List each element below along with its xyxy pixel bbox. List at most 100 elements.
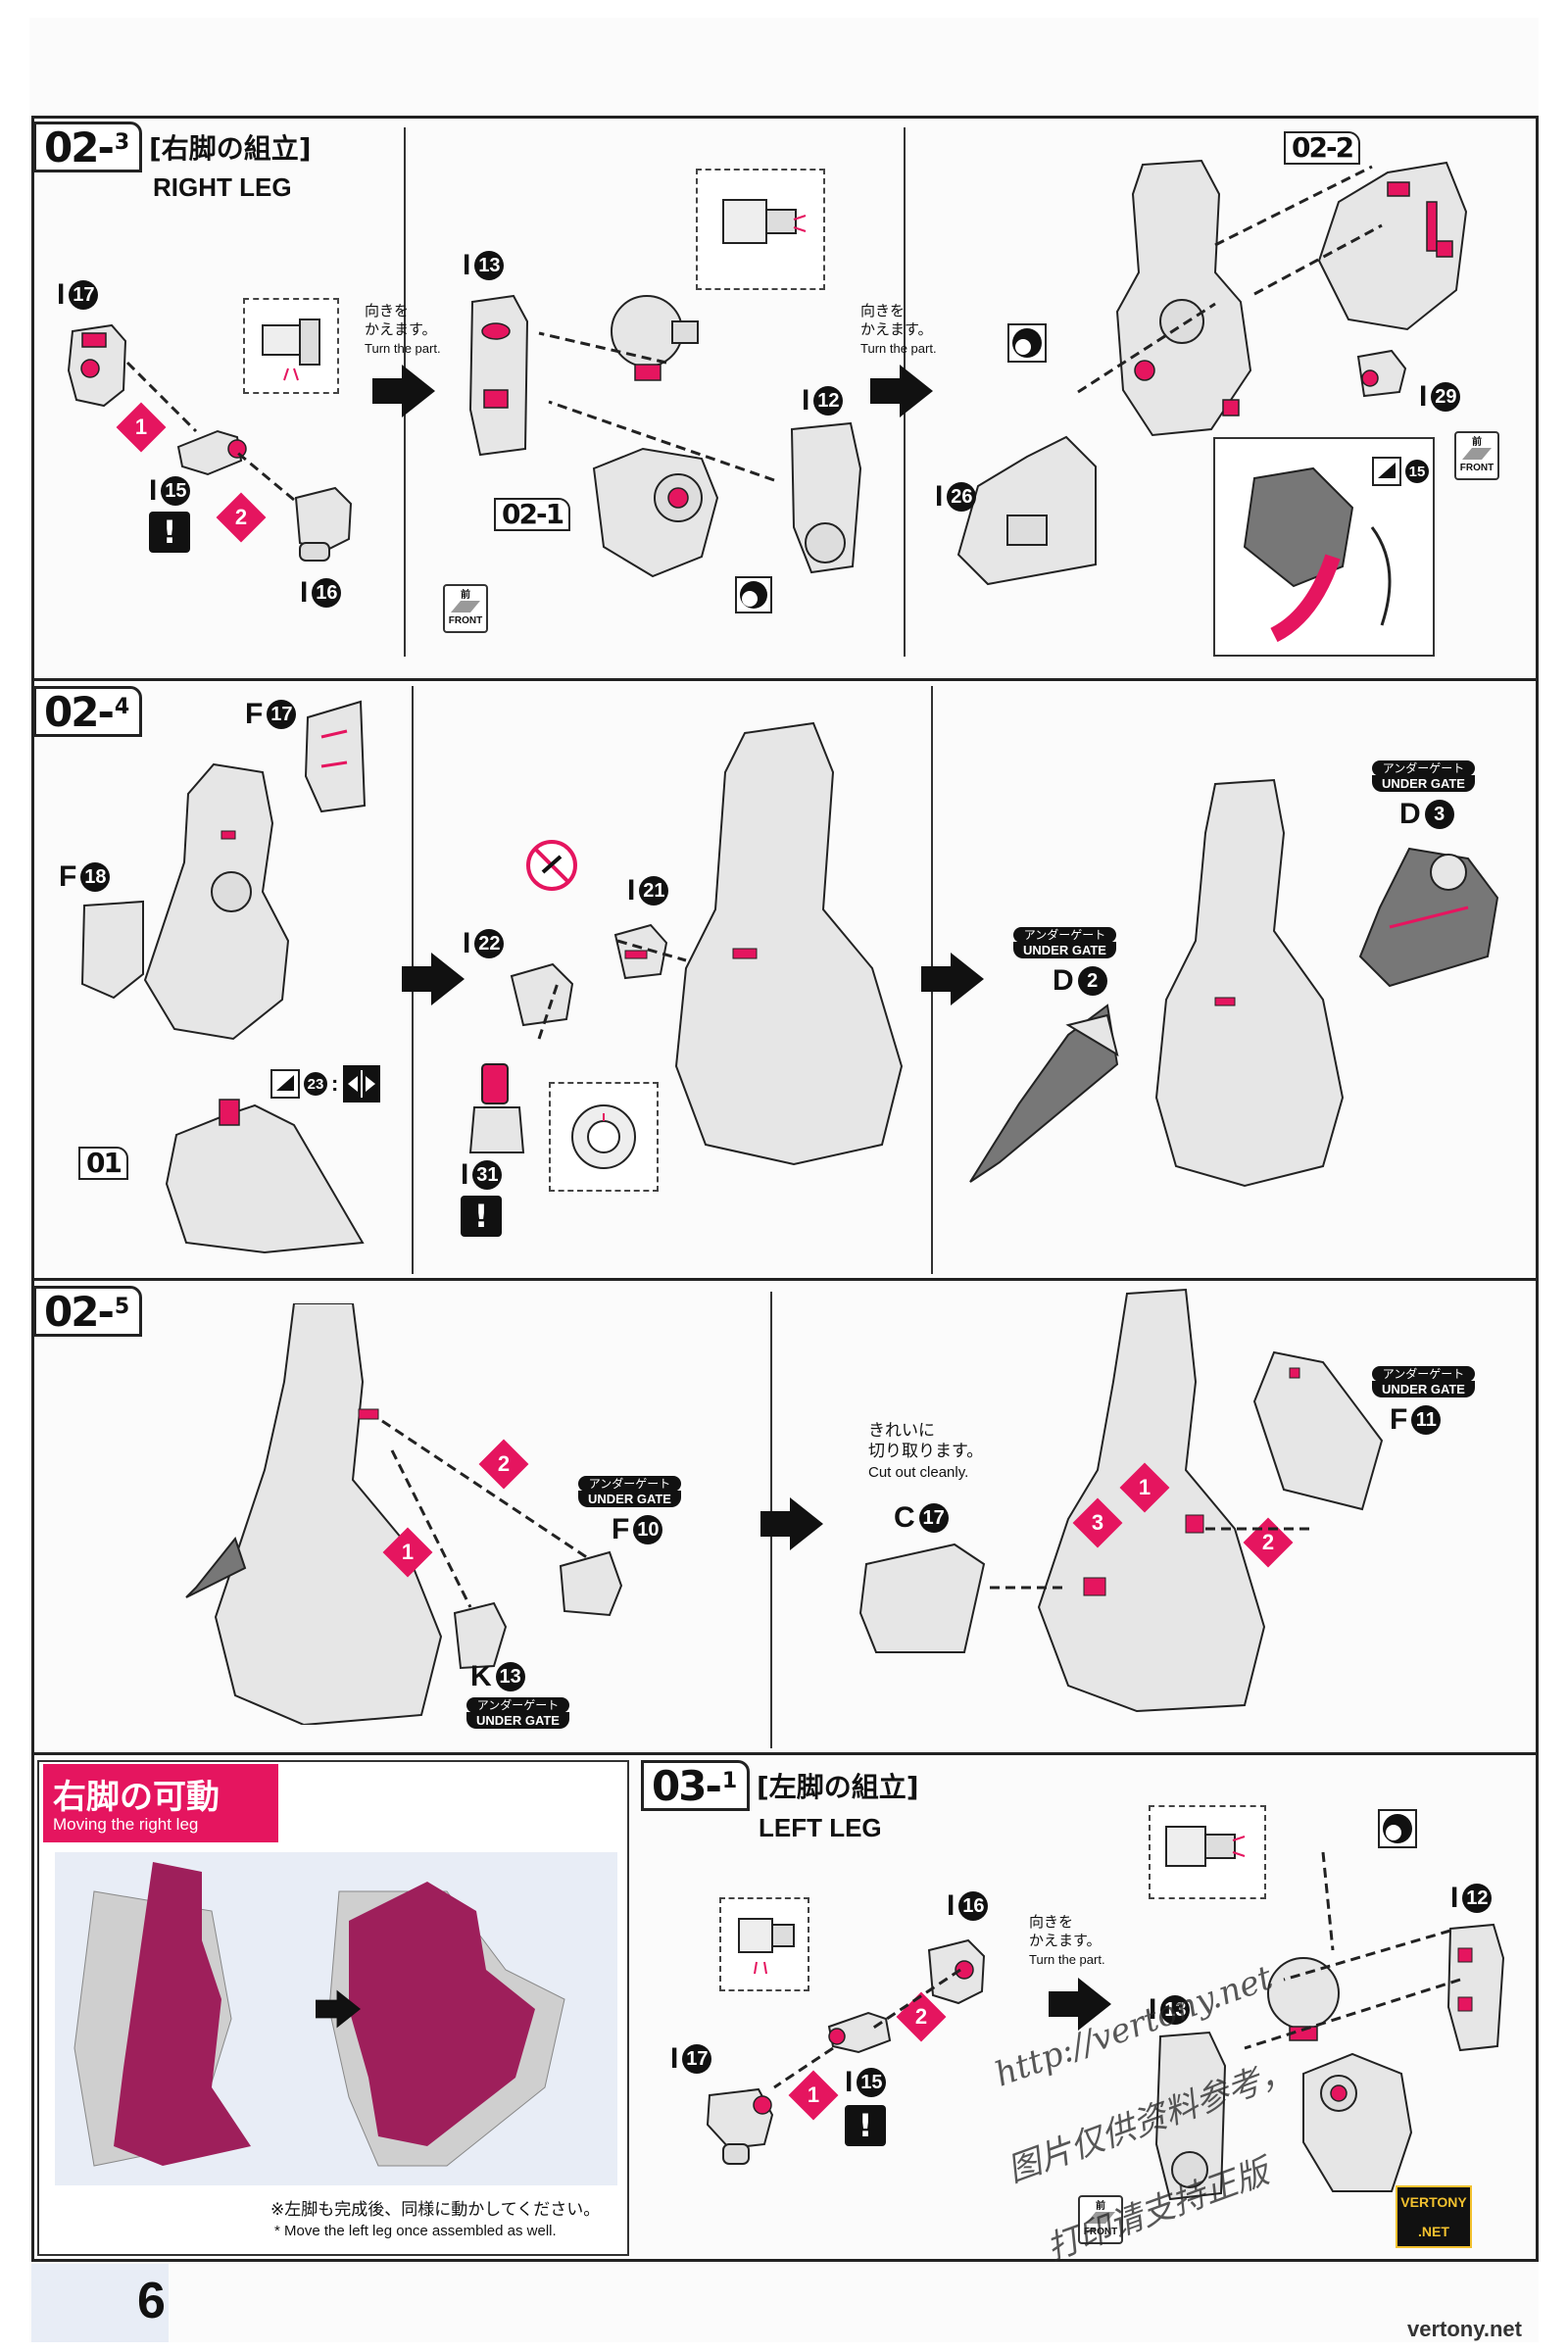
- moving-title-en: Moving the right leg: [53, 1815, 199, 1834]
- step-tag-02-3: 02- 3: [33, 122, 143, 172]
- detail-inset: [1149, 1805, 1266, 1899]
- turn-note: 向きをかえます。Turn the part.: [1029, 1913, 1105, 1967]
- part-i12-shape: [1443, 1919, 1511, 2060]
- moving-note-jp: ※左脚も完成後、同様に動かしてください。: [270, 2200, 601, 2220]
- step-substep: 5: [114, 1295, 130, 1319]
- clean-cut-note: きれいに切り取ります。Cut out cleanly.: [868, 1421, 984, 1481]
- assembly-arrows: [990, 1527, 1313, 1590]
- assembly-arrows: [1077, 165, 1383, 394]
- part-i22-shape: [504, 956, 582, 1039]
- row-divider: [31, 1278, 1539, 1281]
- front-direction-mark: 前 FRONT: [1078, 2195, 1123, 2244]
- part-d3-shape: [1350, 839, 1507, 1000]
- step-tag-02-5: 02- 5: [33, 1286, 143, 1337]
- part-i13-shape: [466, 292, 535, 463]
- part-thigh-shape: [1294, 2044, 1421, 2205]
- step-title-jp: [左脚の組立]: [757, 1771, 919, 1803]
- step-substep: 1: [721, 1769, 738, 1793]
- view-angle-icon: [1378, 1809, 1417, 1852]
- part-i29-shape: [1352, 343, 1411, 406]
- part-i12-shape: [782, 419, 870, 580]
- step-tag-02-4: 02- 4: [33, 686, 143, 737]
- next-step-arrow: [372, 365, 435, 417]
- part-f11-shape: [1245, 1343, 1392, 1523]
- next-step-arrow: [760, 1497, 823, 1550]
- part-i26-shape: [949, 427, 1115, 598]
- part-thigh-shape: [584, 439, 731, 590]
- part-i21-shape: [608, 919, 676, 992]
- part-i17-shape: [65, 321, 133, 414]
- ref-tag-02-1: 02-1: [494, 498, 571, 531]
- assembly-arrows: [538, 331, 775, 482]
- upper-part-shape: [1290, 133, 1505, 363]
- leg-assembly-shape: [176, 1302, 461, 1729]
- detail-inset: [549, 1082, 659, 1192]
- part-i15-shape: [819, 2001, 907, 2064]
- step-title-jp: [右脚の組立]: [149, 132, 312, 165]
- next-step-arrow: [870, 365, 933, 417]
- ref-tag-01: 01: [78, 1147, 128, 1180]
- caution-icon: !: [149, 512, 190, 553]
- part-f10-shape: [551, 1546, 629, 1629]
- page-number-block: [31, 2264, 169, 2342]
- turn-note: 向きをかえます。Turn the part.: [365, 302, 441, 356]
- row-divider: [31, 678, 1539, 681]
- front-direction-mark: 前 FRONT: [443, 584, 488, 633]
- step-title-en: LEFT LEG: [759, 1813, 882, 1842]
- part-d2-shape: [960, 996, 1127, 1196]
- front-direction-mark: 前 FRONT: [1454, 431, 1499, 480]
- step-number: 02-: [44, 1288, 115, 1336]
- step-title-en: RIGHT LEG: [153, 172, 292, 202]
- part-joint-shape: [1254, 1950, 1352, 2052]
- assembly-arrows: [381, 1419, 589, 1608]
- part-f18-shape: [74, 896, 153, 1007]
- part-i17-shape: [700, 2076, 788, 2178]
- next-step-arrow: [921, 953, 984, 1005]
- cut-mark-i23: 23 :: [270, 1064, 381, 1103]
- next-step-arrow: [402, 953, 465, 1005]
- turn-note: 向きをかえます。Turn the part.: [860, 302, 937, 356]
- step-substep: 4: [114, 695, 130, 719]
- caution-icon: !: [845, 2105, 886, 2146]
- part-k13-shape: [445, 1597, 514, 1680]
- detail-inset: [696, 169, 825, 290]
- assembly-arrows: [537, 939, 687, 1040]
- view-angle-icon: [1007, 323, 1047, 367]
- step-tag-03-1: 03- 1: [641, 1760, 751, 1811]
- step-number: 02-: [44, 688, 115, 736]
- leg-assembly-shape: [116, 755, 312, 1053]
- next-step-arrow: [1049, 1978, 1111, 2031]
- assembly-arrows: [1244, 1851, 1461, 2050]
- moving-illustration-area: [55, 1852, 617, 2185]
- moving-note-en: * Move the left leg once assembled as we…: [274, 2223, 557, 2239]
- page-frame: [31, 116, 1539, 2262]
- vertony-logo: VERTONY.NET: [1396, 2185, 1472, 2248]
- leg-assembly-shape: [1137, 774, 1362, 1200]
- detail-inset: [243, 298, 339, 394]
- moving-title-block: 右脚の可動 Moving the right leg: [43, 1764, 278, 1842]
- page-number: 6: [137, 2273, 166, 2329]
- next-step-arrow: [316, 1989, 361, 2029]
